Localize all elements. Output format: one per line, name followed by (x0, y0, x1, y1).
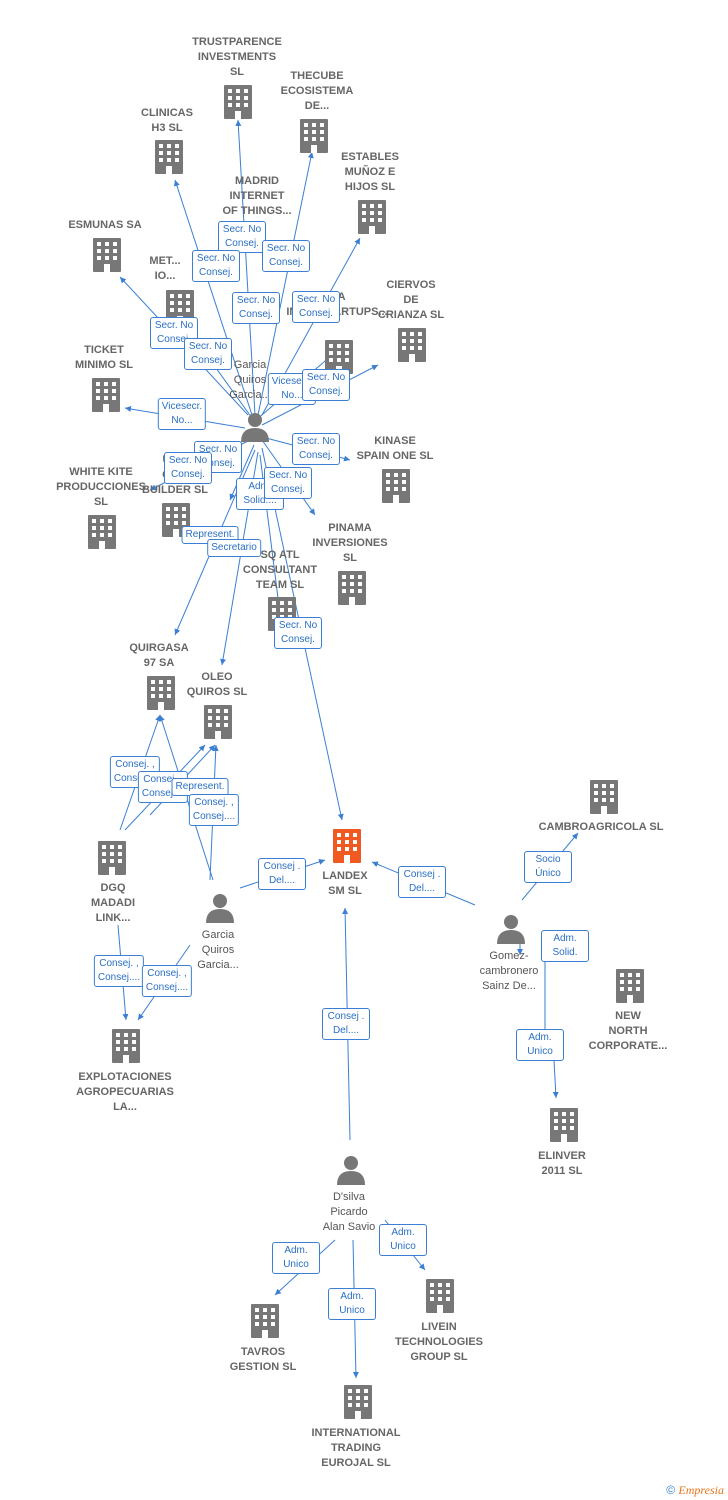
relation-badge[interactable]: Secr. No Consej. (232, 292, 280, 324)
relation-badge[interactable]: Consej . Del.... (258, 858, 306, 890)
relation-edge (174, 179, 253, 416)
company-label-trustparence[interactable]: TRUSTPARENCE INVESTMENTS SL (192, 36, 282, 78)
building-icon[interactable] (112, 1029, 140, 1063)
relation-badge[interactable]: Adm. Unico (516, 1029, 564, 1061)
person-icon[interactable] (241, 413, 269, 442)
relation-badge[interactable]: Secr. No Consej. (184, 338, 232, 370)
relation-badge[interactable]: Adm. Solid. (541, 930, 589, 962)
person-label-garcia2[interactable]: Garcia Quiros Garcia... (197, 929, 239, 971)
relation-badge[interactable]: Secr. No Consej. (164, 452, 212, 484)
building-icon[interactable] (300, 119, 328, 153)
company-label-tavros[interactable]: TAVROS GESTION SL (229, 1346, 297, 1373)
person-label-dsilva[interactable]: D'silva Picardo Alan Savio (322, 1191, 376, 1233)
relation-edge (229, 444, 255, 501)
company-label-explot[interactable]: EXPLOTACIONES AGROPECUARIAS LA... (76, 1071, 174, 1113)
building-icon[interactable] (98, 841, 126, 875)
relation-badge[interactable]: Consej. , Consej.... (188, 794, 240, 826)
relation-badge[interactable]: Adm. Unico (379, 1224, 427, 1256)
company-label-elinver[interactable]: ELINVER 2011 SL (538, 1150, 586, 1177)
building-icon[interactable] (616, 969, 644, 1003)
company-label-met[interactable]: MET... IO... (149, 255, 181, 282)
relation-badge[interactable]: Secr. No Consej. (192, 250, 240, 282)
person-label-garcia1[interactable]: Garcia Quiros Garcia... (229, 359, 271, 401)
person-icon[interactable] (206, 894, 234, 923)
relation-badge[interactable]: Adm. Unico (272, 1242, 320, 1274)
relation-badge[interactable]: Consej. , Consej.... (141, 965, 193, 997)
company-label-estables[interactable]: ESTABLES MUÑOZ E HIJOS SL (341, 151, 399, 193)
company-label-landex[interactable]: LANDEX SM SL (322, 870, 368, 897)
person-icon[interactable] (337, 1156, 365, 1185)
building-icon[interactable] (93, 238, 121, 272)
relation-badge[interactable]: Consej. , Consej.... (93, 955, 145, 987)
relation-edge (235, 119, 256, 416)
relation-badge[interactable]: Socio Único (524, 851, 572, 883)
company-label-madrid[interactable]: MADRID INTERNET OF THINGS... (222, 175, 292, 217)
company-label-clinicas[interactable]: CLINICAS H3 SL (141, 107, 193, 134)
relation-badge[interactable]: Secr. No Consej. (150, 317, 198, 349)
company-label-kinase[interactable]: KINASE SPAIN ONE SL (356, 435, 434, 462)
building-icon[interactable] (251, 1304, 279, 1338)
relation-badge[interactable]: Secr. No Consej. (218, 221, 266, 253)
building-icon[interactable] (155, 140, 183, 174)
relation-badge[interactable]: Vicesecr. No... (157, 398, 207, 430)
building-icon[interactable] (147, 676, 175, 710)
building-icon[interactable] (88, 515, 116, 549)
copyright-icon: © (666, 1483, 676, 1497)
building-icon[interactable] (92, 378, 120, 412)
building-icon[interactable] (550, 1108, 578, 1142)
company-label-oleo[interactable]: OLEO QUIROS SL (186, 671, 248, 698)
company-label-pinama[interactable]: PINAMA INVERSIONES SL (312, 522, 388, 564)
company-label-dgq[interactable]: DGQ MADADI LINK... (91, 882, 135, 924)
brand-footer: © Empresia (666, 1483, 724, 1498)
building-icon[interactable] (426, 1279, 454, 1313)
company-label-ticket[interactable]: TICKET MINIMO SL (74, 344, 134, 371)
company-label-quirgasa[interactable]: QUIRGASA 97 SA (129, 642, 189, 669)
company-label-livein[interactable]: LIVEIN TECHNOLOGIES GROUP SL (394, 1321, 484, 1363)
relation-badge[interactable]: Secr. No Consej. (292, 291, 340, 323)
person-icon[interactable] (497, 915, 525, 944)
company-label-cambro[interactable]: CAMBROAGRICOLA SL (538, 821, 664, 833)
relation-edge (257, 151, 314, 416)
building-icon[interactable] (338, 571, 366, 605)
building-icon[interactable] (333, 829, 361, 863)
relation-badge[interactable]: Secr. No Consej. (292, 433, 340, 465)
building-icon[interactable] (224, 85, 252, 119)
company-label-whitekite[interactable]: WHITE KITE PRODUCCIONES SL (56, 466, 146, 508)
relation-badge[interactable]: Secr. No Consej. (274, 617, 322, 649)
relation-badge[interactable]: Secr. No Consej. (262, 240, 310, 272)
building-icon[interactable] (382, 469, 410, 503)
brand-initial: E (678, 1483, 686, 1497)
relation-badge[interactable]: Secr. No Consej. (264, 467, 312, 499)
company-label-newnorth[interactable]: NEW NORTH CORPORATE... (588, 1010, 668, 1052)
building-icon[interactable] (590, 780, 618, 814)
building-icon[interactable] (358, 200, 386, 234)
company-label-sqatl[interactable]: SQ ATL CONSULTANT TEAM SL (242, 549, 318, 591)
company-label-ciervos[interactable]: CIERVOS DE CRIANZA SL (377, 279, 445, 321)
relation-edge (552, 1059, 559, 1099)
building-icon[interactable] (398, 328, 426, 362)
brand-name: mpresia (685, 1483, 724, 1497)
relation-badge[interactable]: Consej . Del.... (322, 1008, 370, 1040)
relation-badge[interactable]: Secr. No Consej. (302, 369, 350, 401)
building-icon[interactable] (344, 1385, 372, 1419)
person-label-gomez[interactable]: Gomez- cambronero Sainz De... (479, 950, 539, 992)
relation-badge[interactable]: Secretario (207, 539, 261, 557)
company-label-esmunas[interactable]: ESMUNAS SA (68, 219, 142, 231)
company-label-intl[interactable]: INTERNATIONAL TRADING EUROJAL SL (311, 1427, 401, 1469)
relation-badge[interactable]: Adm. Unico (328, 1288, 376, 1320)
company-label-thecube[interactable]: THECUBE ECOSISTEMA DE... (280, 70, 354, 112)
building-icon[interactable] (204, 705, 232, 739)
relation-badge[interactable]: Consej . Del.... (398, 866, 446, 898)
